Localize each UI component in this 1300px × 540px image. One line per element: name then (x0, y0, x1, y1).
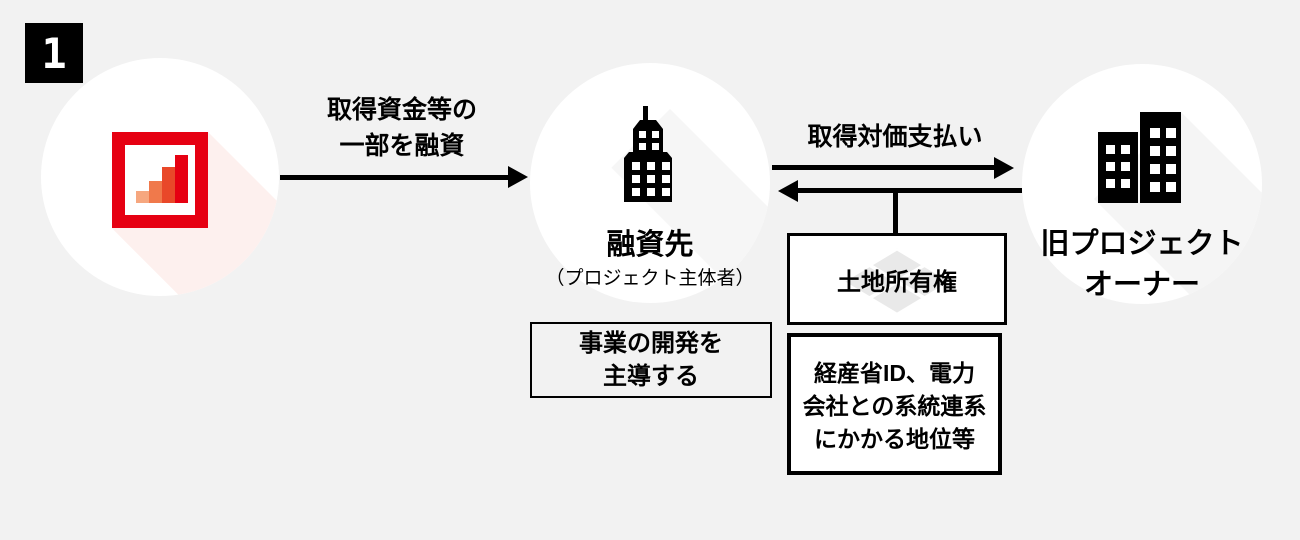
step-badge: 1 (25, 23, 83, 83)
rights-box-line3: にかかる地位等 (814, 425, 975, 452)
land-parcel-icon (842, 248, 952, 315)
payment-arrow-head-icon (994, 157, 1014, 179)
lender-node (41, 58, 279, 296)
loan-arrow-label: 取得資金等の 一部を融資 (277, 92, 527, 164)
loan-arrow-head-icon (508, 166, 528, 188)
bar-chart-bars-icon (136, 155, 188, 203)
transfer-arrow-line (796, 188, 1022, 193)
payment-arrow-label: 取得対価支払い (807, 123, 983, 151)
owner-node (1022, 64, 1262, 304)
transfer-arrow-head-icon (778, 180, 798, 202)
borrower-node (530, 63, 770, 303)
step-number: 1 (41, 28, 67, 78)
owner-title-line1: 旧プロジェクト (1040, 228, 1244, 260)
role-box-line2: 主導する (603, 363, 699, 390)
role-box-line1: 事業の開発を (579, 330, 723, 357)
office-building-icon (624, 106, 672, 202)
loan-arrow-line (280, 175, 510, 180)
owner-title: 旧プロジェクト オーナー (1020, 224, 1264, 306)
borrower-title: 融資先 (606, 229, 694, 261)
owner-title-line2: オーナー (1083, 269, 1200, 301)
bar-chart-logo-icon (112, 132, 208, 228)
payment-arrow-line (772, 165, 994, 170)
two-buildings-icon (1098, 112, 1181, 203)
land-ownership-box: 土地所有権 (787, 233, 1007, 325)
role-box: 事業の開発を 主導する (530, 322, 772, 398)
rights-box-line1: 経産省ID、電力 (814, 359, 975, 386)
rights-box: 経産省ID、電力 会社との系統連系 にかかる地位等 (787, 333, 1002, 475)
rights-box-line2: 会社との系統連系 (802, 392, 987, 419)
loan-arrow-label-line2: 一部を融資 (339, 132, 465, 160)
transfer-connector-line (893, 191, 898, 233)
land-ownership-label: 土地所有権 (837, 268, 957, 296)
borrower-subtitle: （プロジェクト主体者） (545, 268, 755, 289)
loan-arrow-label-line1: 取得資金等の (326, 96, 477, 124)
